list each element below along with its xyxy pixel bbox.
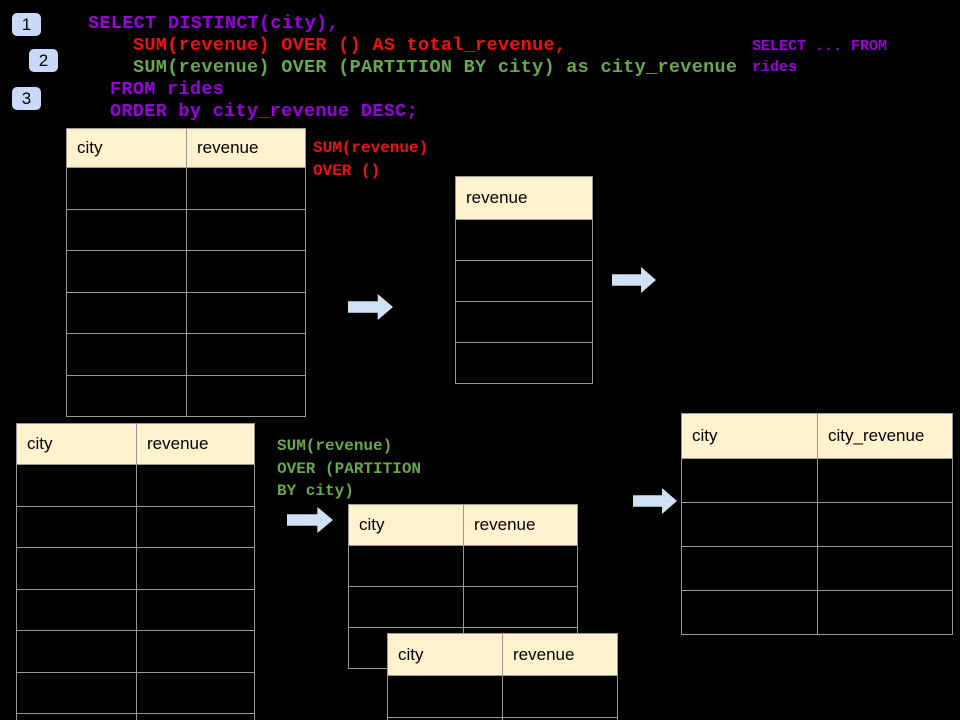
empty-table-row — [17, 672, 255, 714]
empty-table-row — [67, 292, 306, 334]
empty-table-row — [456, 302, 593, 343]
sql-line-sum-over: SUM(revenue) OVER () AS total_revenue, — [133, 35, 567, 56]
step-badge-1: 1 — [12, 13, 41, 36]
label-sum-over: SUM(revenue)OVER () — [313, 139, 429, 180]
empty-table-row — [388, 718, 618, 720]
column-header: revenue — [503, 634, 618, 676]
empty-table-row — [67, 168, 306, 210]
sql-line-select: SELECT DISTINCT(city), — [88, 13, 339, 34]
empty-table-row — [682, 503, 953, 547]
table-total-result: revenue — [455, 176, 593, 384]
empty-table-row — [388, 676, 618, 718]
column-header: city — [17, 424, 137, 465]
sql-line-order: ORDER by city_revenue DESC; — [110, 101, 418, 122]
empty-table-row — [456, 343, 593, 384]
empty-table-row — [67, 209, 306, 251]
empty-table-row — [682, 591, 953, 635]
empty-table-row — [17, 589, 255, 631]
arrow-bottom-2 — [633, 488, 677, 514]
column-header: revenue — [456, 177, 593, 220]
sql-line-sum-partition: SUM(revenue) OVER (PARTITION BY city) as… — [133, 57, 738, 78]
empty-table-row — [456, 261, 593, 302]
column-header: revenue — [137, 424, 255, 465]
column-header: city — [67, 129, 187, 168]
sql-line-from: FROM rides — [110, 79, 225, 100]
column-header: city — [349, 505, 464, 546]
empty-table-row — [67, 251, 306, 293]
empty-table-row — [682, 547, 953, 591]
empty-table-row — [17, 506, 255, 548]
empty-table-row — [67, 334, 306, 376]
empty-table-row — [682, 459, 953, 503]
empty-table-row — [67, 375, 306, 417]
empty-table-row — [17, 631, 255, 673]
empty-table-row — [17, 548, 255, 590]
step-badge-3: 3 — [12, 87, 41, 110]
column-header: revenue — [464, 505, 578, 546]
empty-table-row — [17, 465, 255, 507]
column-header: city — [388, 634, 503, 676]
column-header: revenue — [187, 129, 306, 168]
empty-table-row — [349, 546, 578, 587]
empty-table-row — [456, 220, 593, 261]
arrow-top-1 — [348, 294, 393, 320]
empty-table-row — [17, 714, 255, 720]
empty-table-row — [349, 587, 578, 628]
column-header: city_revenue — [818, 414, 953, 459]
arrow-bottom-1 — [287, 507, 333, 533]
column-header: city — [682, 414, 818, 459]
arrow-top-2 — [612, 267, 656, 293]
step-badge-2: 2 — [29, 49, 58, 72]
